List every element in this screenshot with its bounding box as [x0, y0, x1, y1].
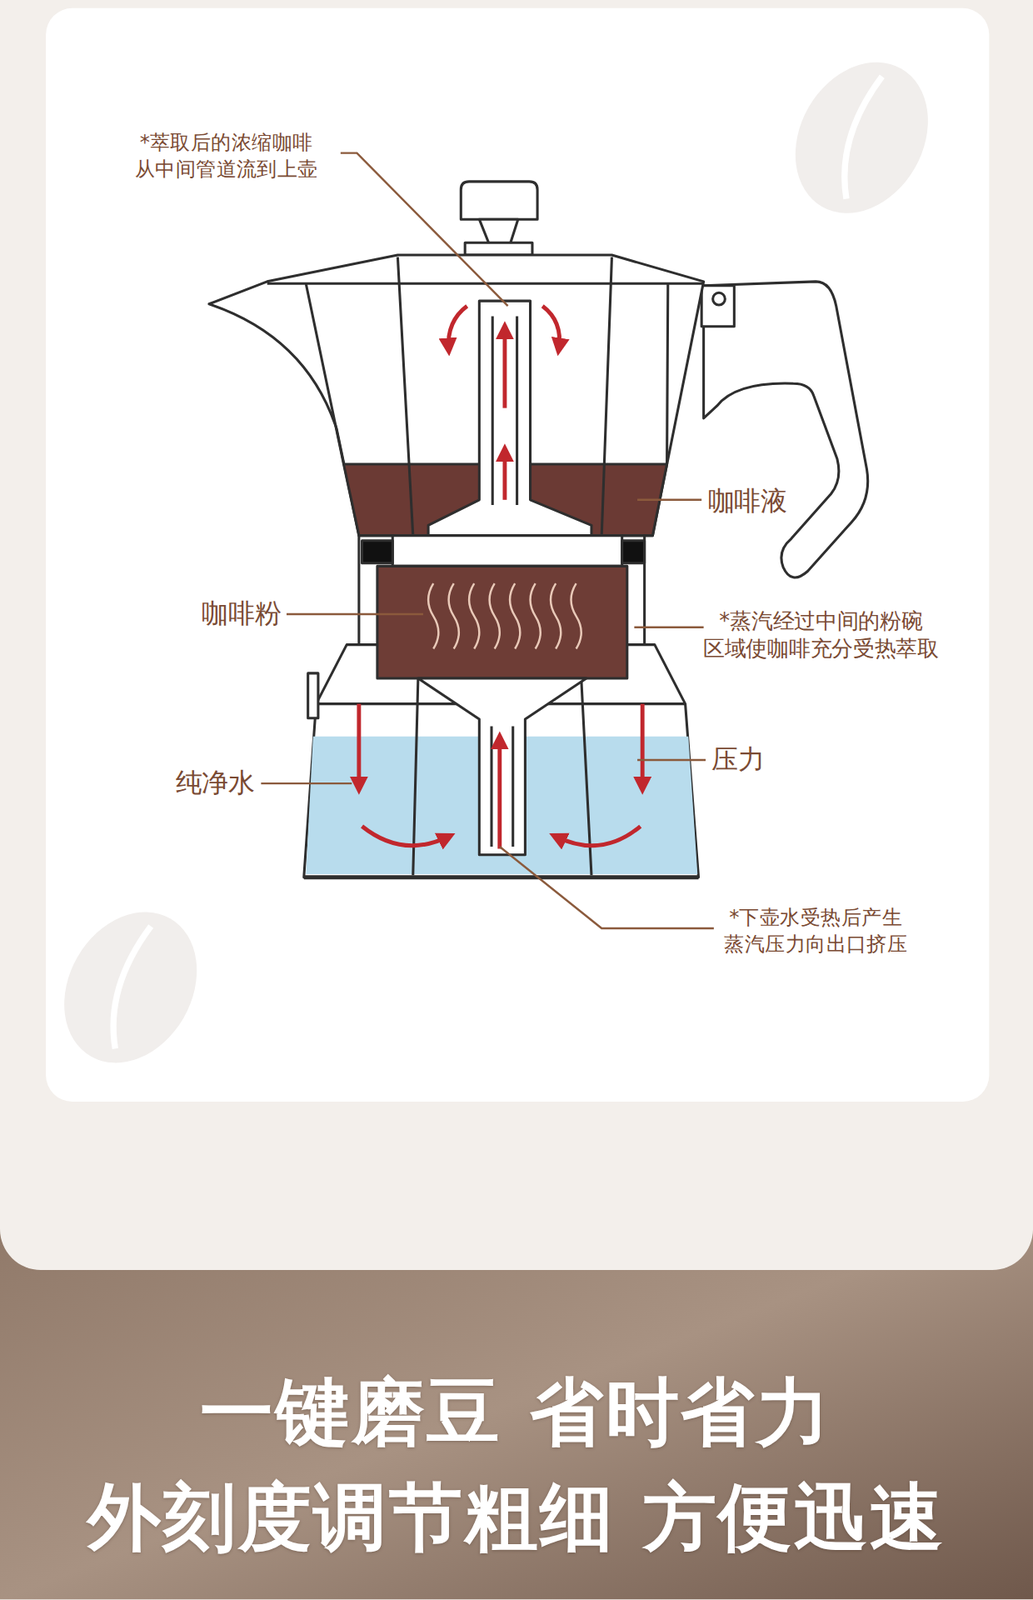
panel: [0, 0, 1033, 1270]
bean-groove: [113, 76, 883, 1049]
part-label: 咖啡液: [708, 484, 788, 519]
part-label: 压力: [711, 742, 765, 777]
note-label: *蒸汽经过中间的粉碗 区域使咖啡充分受热萃取: [703, 608, 939, 664]
headline: 外刻度调节粗细 方便迅速: [87, 1469, 946, 1566]
moka-pot: [209, 181, 869, 878]
note-label: *萃取后的浓缩咖啡 从中间管道流到上壶: [134, 128, 319, 182]
headline: 一键磨豆 省时省力: [199, 1364, 832, 1461]
note-label: *下壶水受热后产生 蒸汽压力向出口挤压: [723, 903, 908, 958]
flow-arrows: [359, 305, 643, 849]
leader-lines: [260, 153, 714, 929]
steam-waves: [428, 583, 582, 649]
part-label: 咖啡粉: [201, 596, 281, 631]
part-label: 纯净水: [175, 765, 255, 800]
bean-watermark: [37, 38, 954, 1087]
